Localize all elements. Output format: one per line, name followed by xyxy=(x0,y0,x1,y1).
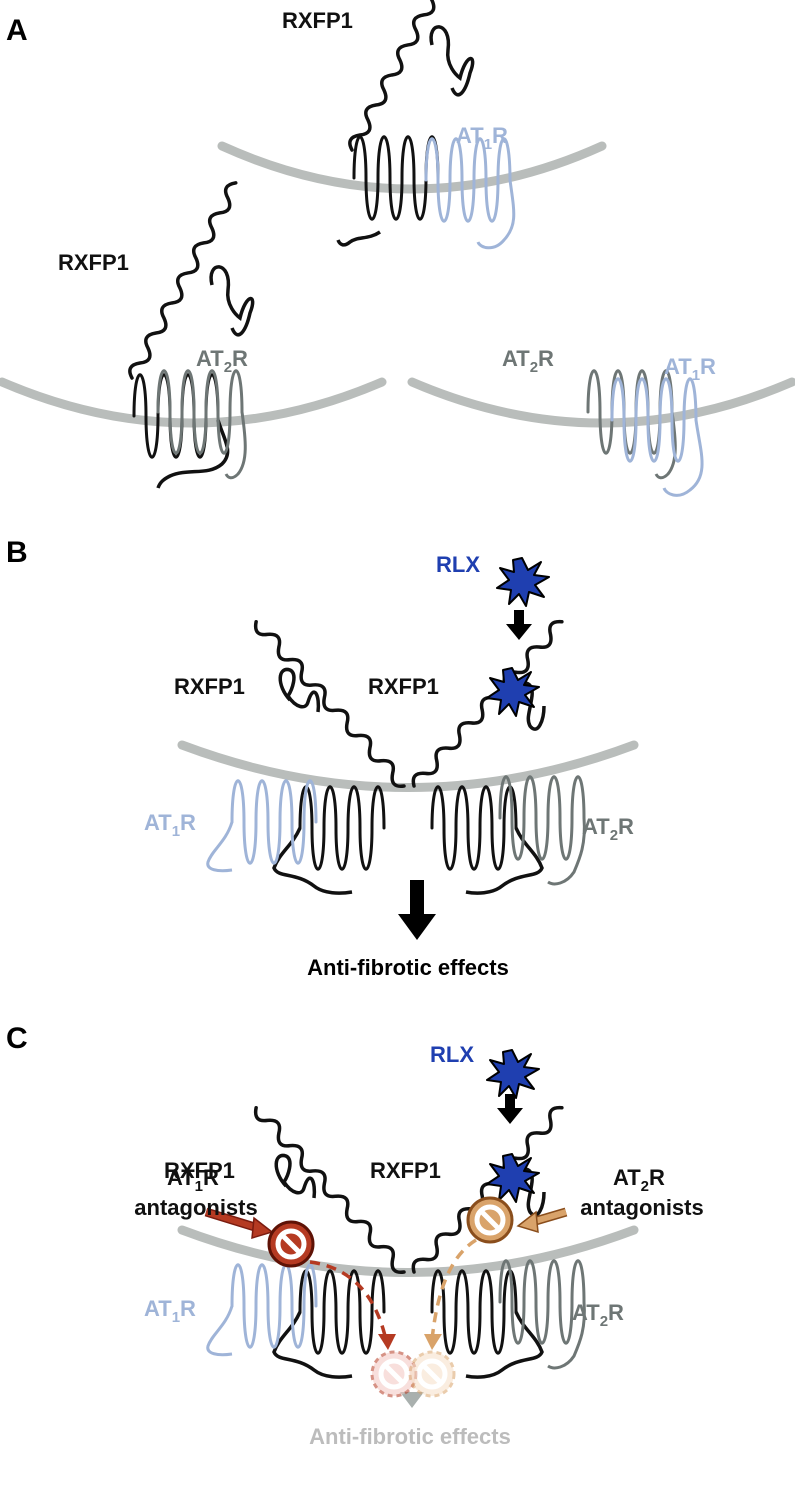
down-arrow-icon xyxy=(398,880,436,940)
at2r-receptor-a-right xyxy=(586,369,677,480)
rxfp1-label-b-right: RXFP1 xyxy=(368,674,439,699)
at1r-receptor-c xyxy=(206,1263,318,1357)
panel-c: C RLX xyxy=(6,1022,704,1449)
effect-label-c: Anti-fibrotic effects xyxy=(309,1424,511,1449)
panel-a-letter: A xyxy=(6,14,28,47)
rxfp1-label-a-left: RXFP1 xyxy=(58,250,129,275)
rxfp1-label-c-right: RXFP1 xyxy=(370,1158,441,1183)
rlx-label-c: RLX xyxy=(430,1042,474,1067)
down-arrow-icon xyxy=(497,1094,523,1124)
rxfp1-receptor-a-left xyxy=(124,178,255,489)
at1r-label-a-right: AT1R xyxy=(664,354,716,384)
at2r-receptor-a-left xyxy=(156,369,247,480)
prohibited-icon xyxy=(466,1196,514,1244)
at1r-blocked-pathway xyxy=(309,1260,388,1341)
panel-b-letter: B xyxy=(6,536,28,569)
rxfp1-receptor-a-top xyxy=(336,0,475,247)
at1r-receptor-b xyxy=(206,779,318,873)
membrane-b xyxy=(177,740,639,792)
effect-label-b: Anti-fibrotic effects xyxy=(307,955,509,980)
at2r-receptor-c xyxy=(498,1259,586,1370)
at1r-receptor-a-right xyxy=(610,377,704,497)
at1r-antagonist-arrow xyxy=(204,1207,274,1240)
at2r-antagonists-label: AT2R antagonists xyxy=(580,1165,703,1220)
panel-b: B RLX RXFP1 RXFP1 xyxy=(6,536,639,980)
membrane-a-left xyxy=(0,377,387,428)
at1r-label-b: AT1R xyxy=(144,810,196,840)
at2r-label-b: AT2R xyxy=(582,814,634,844)
prohibited-icon xyxy=(370,1350,418,1398)
rxfp1-receptor-c-left xyxy=(249,1102,411,1379)
at1r-label-c: AT1R xyxy=(144,1296,196,1326)
at1r-blocked-arrowhead xyxy=(378,1334,396,1350)
rlx-star-icon xyxy=(486,1049,540,1099)
panel-c-letter: C xyxy=(6,1022,28,1055)
at2r-receptor-b xyxy=(498,775,586,886)
rlx-label-b: RLX xyxy=(436,552,480,577)
at1r-label-a-top: AT1R xyxy=(456,123,508,153)
prohibited-icon xyxy=(267,1220,315,1268)
prohibited-icon xyxy=(408,1350,456,1398)
at2r-blocked-pathway xyxy=(430,1238,477,1341)
membrane-a-right xyxy=(407,377,795,428)
rxfp1-receptor-b-right xyxy=(407,616,569,895)
at2r-antagonist-arrow xyxy=(516,1207,568,1234)
rxfp1-label-c-left: RXFP1 xyxy=(164,1158,235,1183)
rxfp1-receptor-b-left xyxy=(249,616,411,895)
at2r-label-c: AT2R xyxy=(572,1300,624,1330)
at1r-antagonists-label: AT1R antagonists xyxy=(134,1165,257,1220)
membrane-a-top xyxy=(217,141,607,194)
at2r-blocked-arrowhead xyxy=(424,1334,442,1350)
rxfp1-label-b-left: RXFP1 xyxy=(174,674,245,699)
at1r-receptor-a-top xyxy=(424,137,516,250)
down-arrow-icon xyxy=(506,610,532,640)
faded-down-arrow-icon xyxy=(400,1392,424,1408)
rlx-star-icon xyxy=(496,557,550,607)
at2r-label-a-left: AT2R xyxy=(196,346,248,376)
membrane-c xyxy=(177,1225,639,1277)
panel-a: A RXFP1 AT1R RXFP1 AT2R xyxy=(0,0,795,497)
at2r-label-a-right: AT2R xyxy=(502,346,554,376)
rxfp1-label-a-top: RXFP1 xyxy=(282,8,353,33)
